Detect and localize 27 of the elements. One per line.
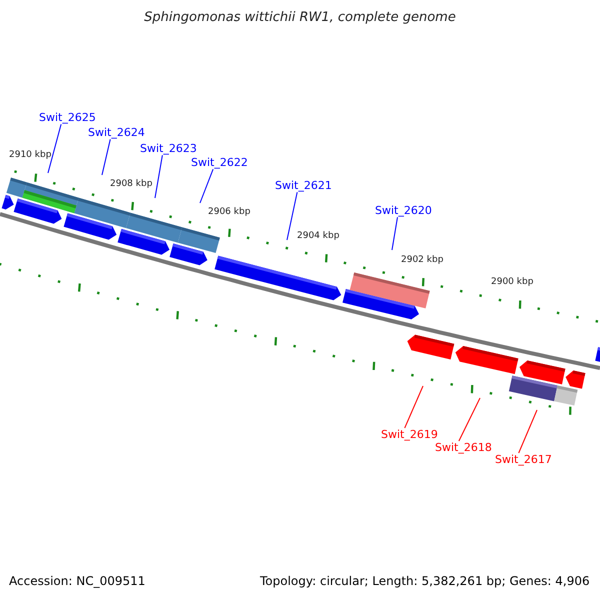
scale-label: 2910 kbp (9, 150, 52, 161)
scale-label: 2902 kbp (401, 255, 444, 266)
footer-text: Accession: NC_009511 (9, 574, 146, 588)
scale-label: 2900 kbp (491, 277, 534, 288)
gene-label: Swit_2621 (275, 179, 332, 192)
leader-line (392, 216, 398, 250)
scale-label: 2908 kbp (110, 179, 152, 190)
gene-label: Swit_2622 (191, 156, 248, 170)
leader-line (48, 124, 62, 174)
leader-line (518, 410, 538, 454)
scale-label: 2906 kbp (208, 207, 250, 218)
leader-line (286, 192, 298, 240)
leader-line (102, 138, 111, 176)
gene-label: Swit_2625 (39, 111, 96, 124)
footer-text: Topology: circular; Length: 5,382,261 bp; Genes: 4,906 (260, 574, 590, 588)
gene-label: Swit_2624 (88, 126, 145, 140)
gene-label: Swit_2619 (381, 428, 438, 442)
gene-label: Swit_2620 (375, 204, 432, 218)
title: Sphingomonas wittichii RW1, complete genome (144, 10, 456, 25)
gene-label: Swit_2617 (495, 453, 552, 466)
leader-line (458, 398, 480, 442)
leader-line (200, 168, 214, 204)
gene-label: Swit_2623 (140, 142, 197, 156)
scale-label: 2904 kbp (297, 231, 340, 242)
gene-label: Swit_2618 (435, 441, 492, 454)
leader-line (404, 386, 424, 428)
leader-line (154, 154, 163, 198)
